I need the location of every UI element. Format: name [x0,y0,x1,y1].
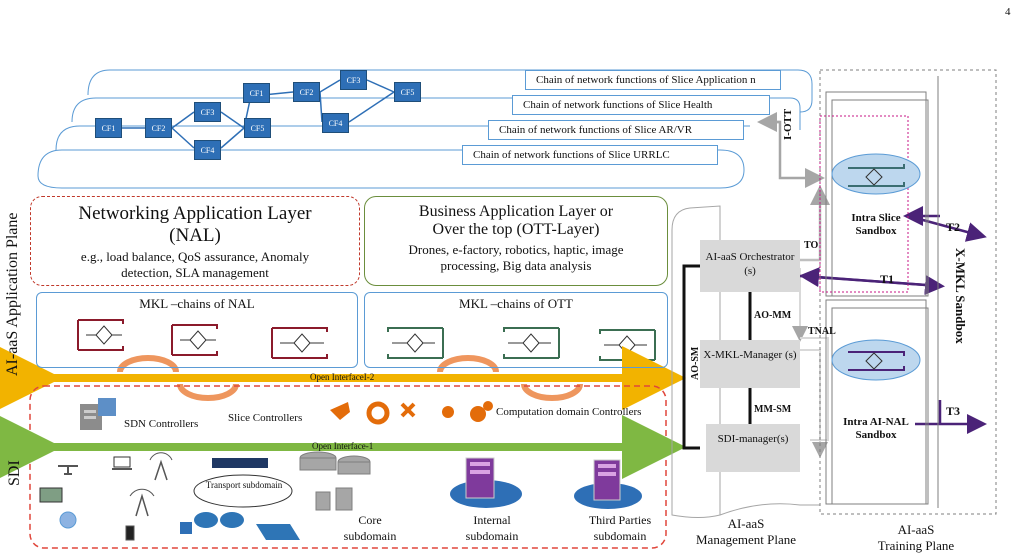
slice-controller-icons [330,401,493,425]
cf-connections [122,79,395,149]
mgmt-plane-line1: AI-aaS [727,516,765,531]
intra-slice-cloud-icon [831,153,921,195]
management-plane-label: AI-aaS Management Plane [674,516,818,548]
training-plane-boxes [819,69,997,515]
ao-sm-bracket [682,264,700,450]
management-plane-outline [671,205,721,518]
to-label: TO [804,240,819,251]
slice-chain-outline-health [71,97,801,130]
orchestrator-box: AI-aaS Orchestrator (s) [700,240,800,292]
sdn-controller-icon [80,398,116,430]
t1-label: T1 [880,272,895,286]
mm-sm-label: MM-SM [754,404,792,415]
sdi-label: SDI [6,460,23,486]
transport-label: Transport subdomain [205,480,283,490]
slice-chain-label-urrlc: Chain of network functions of Slice URRL… [462,145,718,165]
slice-controllers-label: Slice Controllers [228,412,303,424]
third-parties-label: Third Parties subdomain [588,513,652,543]
open-interface-2-label: Open InterfaceI-2 [310,372,375,382]
open-interface-1-label: Open Interface-1 [312,441,374,451]
orchestrator-label: AI-aaS Orchestrator (s) [705,251,795,277]
computation-controllers-label: Computation domain Controllers [496,406,642,418]
ao-mm-label: AO-MM [754,310,792,321]
cf-box: CF1 [95,118,122,138]
slice-chain-label-health: Chain of network functions of Slice Heal… [512,95,770,115]
slice-chain-label-app-n: Chain of network functions of Slice Appl… [525,70,781,90]
transport-ellipse [193,474,293,508]
intra-nal-cloud-icon [831,339,921,381]
intra-slice-label: Intra Slice Sandbox [836,212,916,238]
training-plane-line1: AI-aaS [897,522,935,537]
xmkl-sandbox-label: X-MKL Sandbox [953,248,968,344]
i-ott-arrows [757,112,825,188]
slice-chain-outline-app-n [87,69,813,113]
nal-desc-line1: e.g., load balance, QoS assurance, Anoma… [80,249,310,264]
sdi-manager-box: SDI-manager(s) [706,424,800,472]
internal-label: Internal subdomain [465,513,519,543]
ott-desc-line2: processing, Big data analysis [440,258,592,273]
transport-icons [194,458,300,540]
mkl-nal-box: MKL –chains of NAL [36,292,358,368]
rotation-arrows [117,355,583,401]
slice-chain-outlines [37,69,813,189]
mkl-ott-label: MKL –chains of OTT [459,296,573,311]
cf-box: CF3 [194,102,221,122]
t2-label: T2 [946,220,961,234]
intra-nal-label: Intra AI-NAL Sandbox [836,416,916,442]
nal-title-line1: Networking Application Layer [78,203,312,224]
slice-chain-label-arvr: Chain of network functions of Slice AR/V… [488,120,744,140]
slice-chain-outline-arvr [55,125,750,151]
ott-desc-line1: Drones, e-factory, robotics, haptic, ima… [408,242,624,257]
nal-desc-line2: detection, SLA management [121,265,269,280]
ott-title-line2: Over the top (OTT-Layer) [432,221,600,238]
slice-chain-outline-urrlc [37,149,745,189]
mkl-nal-label: MKL –chains of NAL [139,296,255,311]
intra-nal-line1: Intra AI-NAL [843,416,909,428]
mkl-ott-box: MKL –chains of OTT [364,292,668,368]
cf-box: CF5 [394,82,421,102]
page-number: 4 [1005,6,1011,18]
cf-box: CF4 [194,140,221,160]
intra-nal-line2: Sandbox [855,429,897,441]
xmkl-manager-label: X-MKL-Manager (s) [703,349,797,361]
cf-box: CF2 [293,82,320,102]
training-plane-line2: Training Plane [877,538,955,553]
intra-slice-line1: Intra Slice [851,212,901,224]
ott-box: Business Application Layer or Over the t… [364,196,668,286]
cf-box: CF3 [340,70,367,90]
nal-box: Networking Application Layer (NAL) e.g.,… [30,196,360,286]
tnal-label: TNAL [808,326,836,337]
device-icons [39,452,192,541]
cf-box: CF4 [322,113,349,133]
cf-box: CF1 [243,83,270,103]
sdi-manager-label: SDI-manager(s) [717,433,789,445]
intra-slice-line2: Sandbox [855,225,897,237]
training-plane-label: AI-aaS Training Plane [856,522,976,554]
i-ott-label: I-OTT [782,108,794,140]
ott-title-line1: Business Application Layer or [418,203,614,220]
mgmt-plane-line2: Management Plane [696,532,796,547]
sdn-controllers-label: SDN Controllers [124,418,199,430]
internal-cloud-icon [450,457,522,508]
cf-box: CF5 [244,118,271,138]
nal-title-line2: (NAL) [169,225,221,246]
cf-box: CF2 [145,118,172,138]
third-party-cloud-icon [574,459,642,509]
core-label: Core subdomain [343,513,397,543]
core-server-icons [299,451,371,511]
ao-sm-label: AO-SM [690,346,701,380]
app-plane-label: AI-aaS Application Plane [4,212,21,376]
xmkl-manager-box: X-MKL-Manager (s) [700,340,800,388]
t3-label: T3 [946,404,961,418]
